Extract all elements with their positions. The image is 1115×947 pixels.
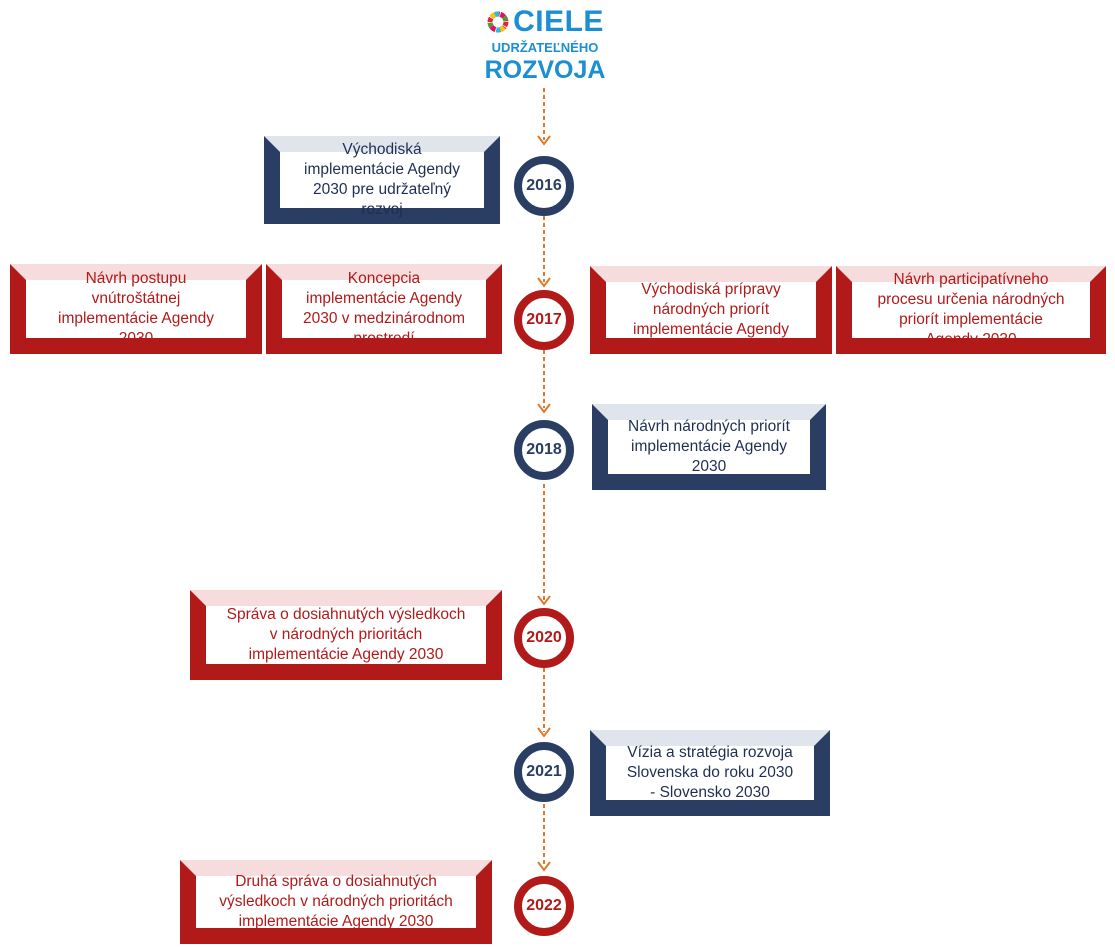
milestone-box: Návrh národných priorít implementácie Ag… [592,404,826,490]
milestone-box-text: Druhá správa o dosiahnutých výsledkoch v… [219,873,453,930]
milestone-box: Východiská prípravy národných priorít im… [590,266,832,354]
milestone-box: Druhá správa o dosiahnutých výsledkoch v… [180,860,492,944]
milestone-box-text: Koncepcia implementácie Agendy 2030 v me… [303,270,465,347]
logo-subtitle-2: ROZVOJA [484,56,606,84]
connector-arrowheads [537,135,551,872]
year-label: 2021 [526,763,562,780]
milestone-box-text: Východiská implementácie Agendy 2030 pre… [304,141,460,218]
logo-subtitle: UDRŽATEĽNÉHO [491,40,599,55]
year-label: 2018 [526,441,562,458]
milestone-box: Návrh postupu vnútroštátnej implementáci… [10,264,262,354]
sdg-wheel-icon [487,11,509,33]
milestone-box: Správa o dosiahnutých výsledkoch v národ… [190,590,502,680]
year-badge: 2016 [514,156,574,216]
milestone-box: Východiská implementácie Agendy 2030 pre… [264,136,500,224]
year-label: 2020 [526,629,562,646]
milestone-box-text: Návrh participatívneho procesu určenia n… [877,271,1065,348]
milestone-box-text: Správa o dosiahnutých výsledkoch v národ… [226,606,466,663]
sdg-logo: CIELE UDRŽATEĽNÉHO ROZVOJA [470,6,620,86]
year-badge: 2020 [514,608,574,668]
milestone-box-text: Návrh postupu vnútroštátnej implementáci… [58,270,214,347]
milestone-box: Koncepcia implementácie Agendy 2030 v me… [266,264,502,354]
year-badge: 2022 [514,876,574,936]
year-badge: 2018 [514,420,574,480]
year-badge: 2017 [514,290,574,350]
year-badge: 2021 [514,742,574,802]
logo-title: CIELE [513,5,604,38]
year-label: 2016 [526,177,562,194]
milestone-box-text: Vízia a stratégia rozvoja Slovenska do r… [626,744,794,801]
year-label: 2022 [526,897,562,914]
milestone-box-text: Východiská prípravy národných priorít im… [633,281,789,338]
milestone-box: Návrh participatívneho procesu určenia n… [836,266,1106,354]
year-label: 2017 [526,311,562,328]
milestone-box: Vízia a stratégia rozvoja Slovenska do r… [590,730,830,816]
milestone-box-text: Návrh národných priorít implementácie Ag… [628,418,790,475]
